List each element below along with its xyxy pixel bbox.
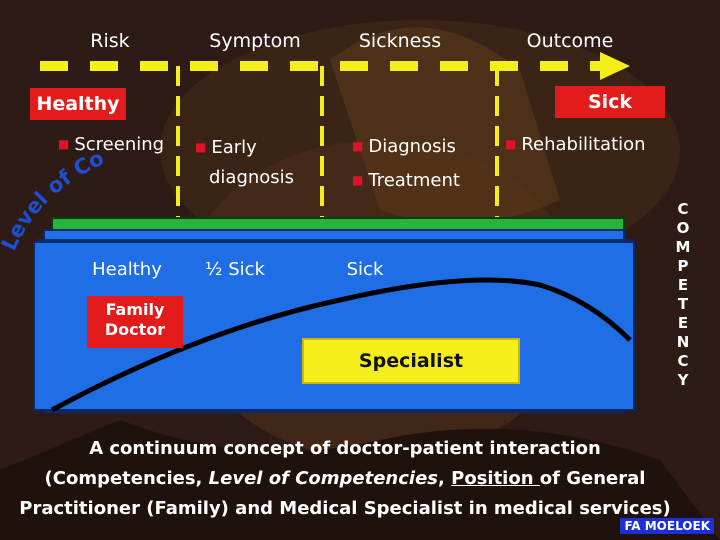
diagnosis-text: Diagnosis xyxy=(368,136,456,157)
author-credit: FA MOELOEK xyxy=(620,518,714,534)
bullet-diagnosis: ■ Diagnosis xyxy=(352,130,456,163)
panel-label-healthy: Healthy xyxy=(92,259,162,280)
bullet-rehabilitation: ■ Rehabilitation xyxy=(505,128,646,161)
caption-line-2: (Competencies, Level of Competencies, Po… xyxy=(0,464,690,494)
caption-of-general: of General xyxy=(539,468,646,489)
competency-curve xyxy=(50,277,632,413)
letter: E xyxy=(677,314,689,332)
panel-label-half-sick: ½ Sick xyxy=(205,259,265,280)
treatment-text: Treatment xyxy=(368,170,460,191)
bullet-square-icon: ■ xyxy=(58,137,70,151)
caption: A continuum concept of doctor-patient in… xyxy=(0,434,690,524)
healthy-label: Healthy xyxy=(30,88,126,120)
svg-text:Level of Competencies: Level of Competencies xyxy=(0,140,108,254)
specialist-box: Specialist xyxy=(302,338,520,384)
family-text: Family xyxy=(105,300,165,319)
letter: E xyxy=(677,276,689,294)
curved-text: Level of Competencies xyxy=(0,140,108,254)
letter: P xyxy=(677,257,689,275)
early-text: Early xyxy=(211,137,257,158)
vertical-competency: C O M P E T E N C Y xyxy=(673,200,693,390)
stage-outcome: Outcome xyxy=(526,30,614,52)
bullet-square-icon: ■ xyxy=(352,173,364,187)
doctor-text: Doctor xyxy=(104,320,166,339)
caption-line-1: A continuum concept of doctor-patient in… xyxy=(89,438,601,459)
stage-sickness: Sickness xyxy=(358,30,442,52)
letter: M xyxy=(675,238,691,256)
family-doctor-box: Family Doctor xyxy=(87,296,183,348)
timeline-arrow-head xyxy=(600,52,630,80)
bullet-treatment: ■ Treatment xyxy=(352,164,460,197)
bullet-square-icon: ■ xyxy=(195,140,207,154)
rehabilitation-text: Rehabilitation xyxy=(521,134,646,155)
bullet-early-diagnosis: ■ Early diagnosis xyxy=(195,132,294,193)
stage-symptom: Symptom xyxy=(209,30,301,52)
panel-label-sick: Sick xyxy=(346,259,384,280)
curved-level-of-competencies: Level of Competencies xyxy=(0,140,108,254)
caption-competencies: (Competencies, xyxy=(44,468,209,489)
caption-level: Level of Competencies xyxy=(208,468,439,489)
diagnosis-text-early: diagnosis xyxy=(209,167,295,188)
letter: O xyxy=(676,219,690,237)
letter: C xyxy=(677,352,689,370)
letter: N xyxy=(676,333,690,351)
letter: C xyxy=(677,200,689,218)
bullet-screening: ■ Screening xyxy=(58,128,164,161)
bullet-square-icon: ■ xyxy=(352,139,364,153)
stage-risk: Risk xyxy=(90,30,130,52)
letter: Y xyxy=(677,371,689,389)
sick-label: Sick xyxy=(555,86,665,118)
screening-text: Screening xyxy=(74,134,165,155)
letter: T xyxy=(677,295,689,313)
caption-comma: , xyxy=(438,468,452,489)
caption-line-3: Practitioner (Family) and Medical Specia… xyxy=(19,498,671,519)
bullet-square-icon: ■ xyxy=(505,137,517,151)
caption-position: Position xyxy=(451,468,540,489)
